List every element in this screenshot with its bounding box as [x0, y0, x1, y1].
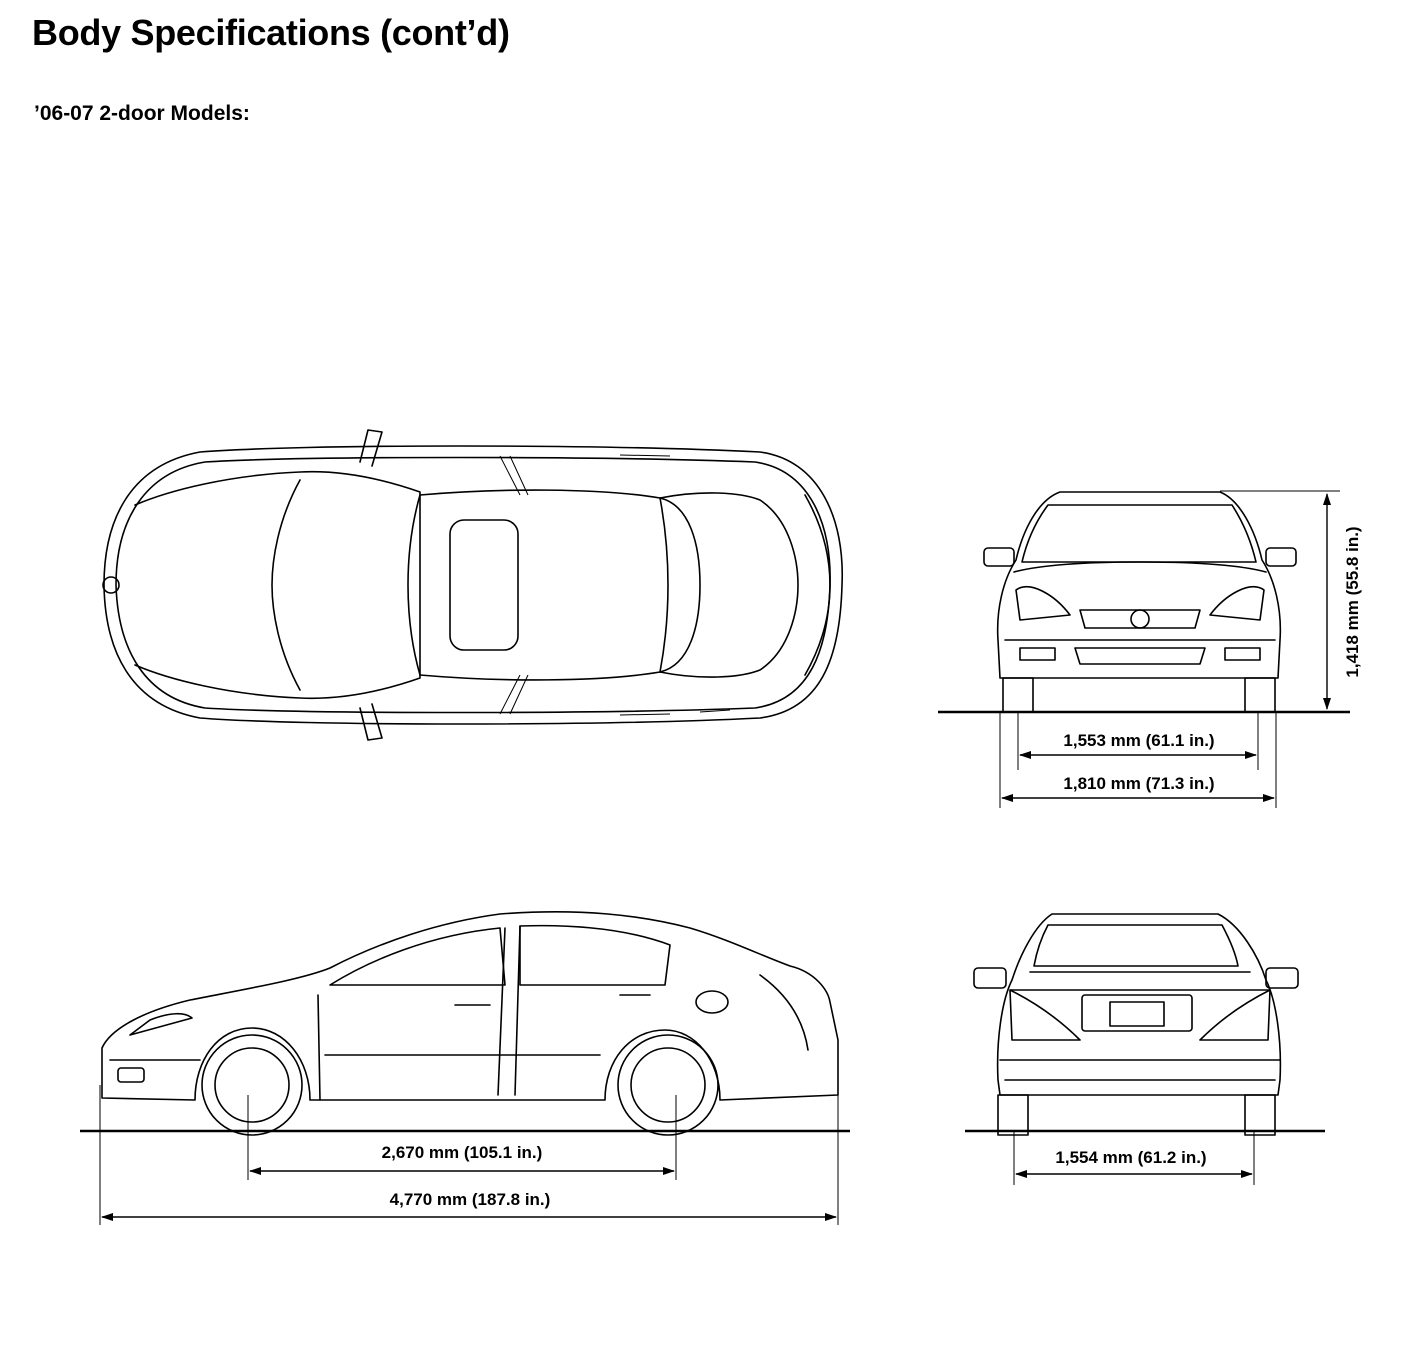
- overall-height-dimension: 1,418 mm (55.8 in.): [1220, 490, 1362, 710]
- overall-width-label: 1,810 mm (71.3 in.): [1063, 774, 1214, 793]
- overall-height-label: 1,418 mm (55.8 in.): [1343, 526, 1362, 677]
- wheelbase-dimension: 2,670 mm (105.1 in.): [247, 1095, 677, 1180]
- front-track-label: 1,553 mm (61.1 in.): [1063, 731, 1214, 750]
- front-view-car: [983, 491, 1297, 713]
- models-subtitle: ’06-07 2-door Models:: [34, 102, 250, 125]
- overall-length-dimension: 4,770 mm (187.8 in.): [99, 1040, 839, 1225]
- rear-track-label: 1,554 mm (61.2 in.): [1055, 1148, 1206, 1167]
- rear-view-car: [973, 913, 1299, 1136]
- rear-track-dimension: 1,554 mm (61.2 in.): [1013, 1131, 1255, 1185]
- top-view-car: [102, 429, 844, 741]
- front-track-dimension: 1,553 mm (61.1 in.): [1017, 712, 1259, 770]
- page-title: Body Specifications (cont’d): [32, 12, 510, 53]
- wheelbase-label: 2,670 mm (105.1 in.): [382, 1143, 543, 1162]
- overall-width-dimension: 1,810 mm (71.3 in.): [999, 712, 1277, 808]
- overall-length-label: 4,770 mm (187.8 in.): [390, 1190, 551, 1209]
- side-view-car: [101, 911, 839, 1136]
